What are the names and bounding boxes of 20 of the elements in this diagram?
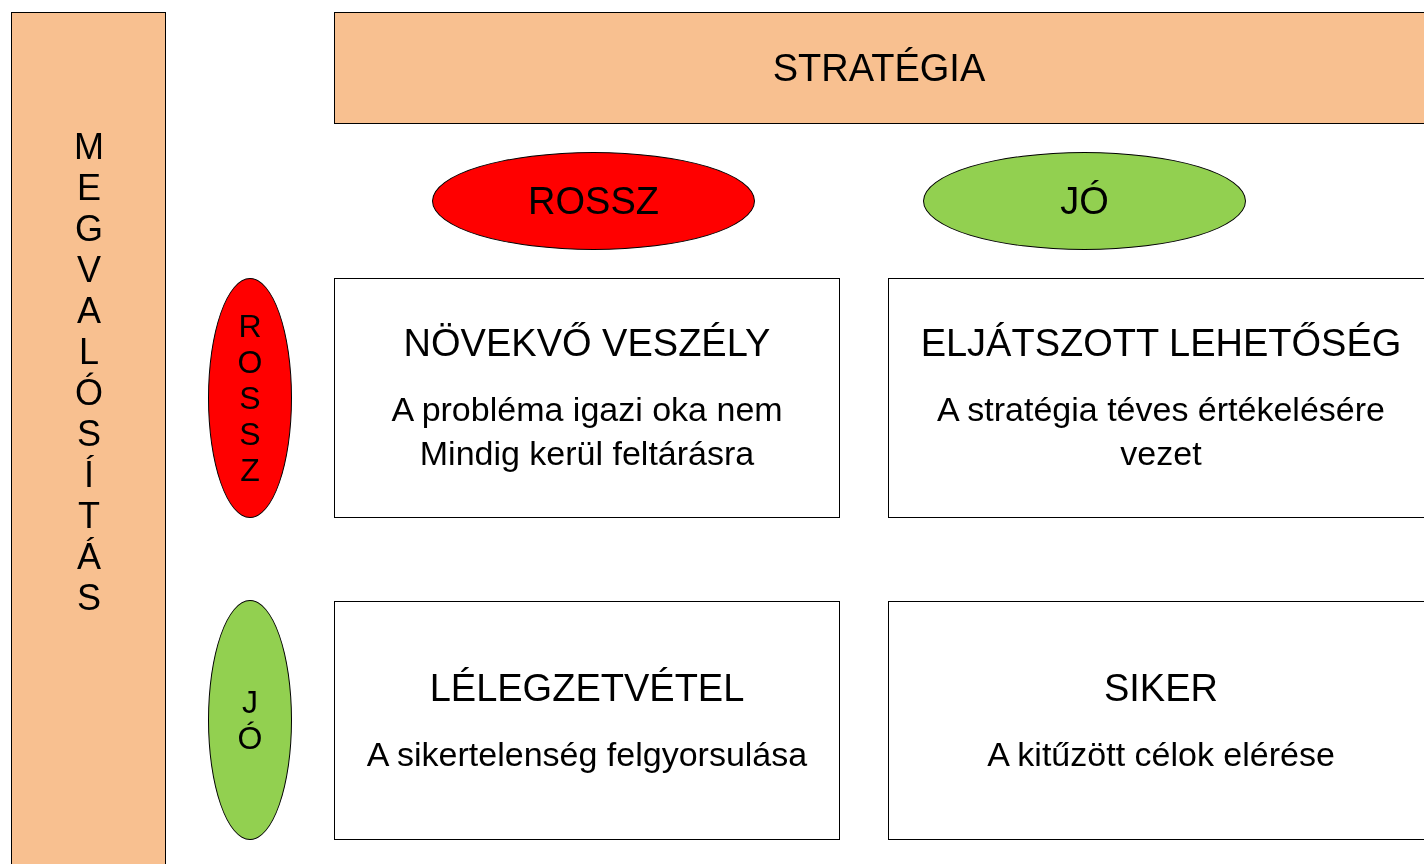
rating-label: ROSSZ — [528, 179, 659, 223]
header-band — [334, 12, 1424, 124]
axis-title: STRATÉGIA — [772, 46, 986, 90]
quadrant-title: NÖVEKVŐ VESZÉLY — [402, 321, 772, 365]
quadrant-box — [334, 278, 840, 518]
axis-title: MEGVALÓSÍTÁS — [68, 126, 109, 618]
quadrant-description: A sikertelenség felgyorsulása — [365, 733, 809, 775]
quadrant-box — [334, 601, 840, 840]
quadrant-title: LÉLEGZETVÉTEL — [428, 665, 746, 710]
rating-label: JÓ — [1060, 179, 1109, 223]
rating-label: JÓ — [231, 684, 269, 756]
side-band — [11, 12, 166, 864]
quadrant-box — [888, 601, 1424, 840]
quadrant-description: A kitűzött célok elérése — [986, 733, 1336, 775]
quadrant-title: SIKER — [1102, 665, 1219, 710]
quadrant-title: ELJÁTSZOTT LEHETŐSÉG — [919, 321, 1403, 365]
quadrant-description: A probléma igazi oka nem Mindig kerül feltárásra — [390, 389, 784, 474]
rating-label: ROSSZ — [231, 308, 269, 488]
quadrant-description: A stratégia téves értékelésére vezet — [936, 389, 1386, 474]
quadrant-box — [888, 278, 1424, 518]
